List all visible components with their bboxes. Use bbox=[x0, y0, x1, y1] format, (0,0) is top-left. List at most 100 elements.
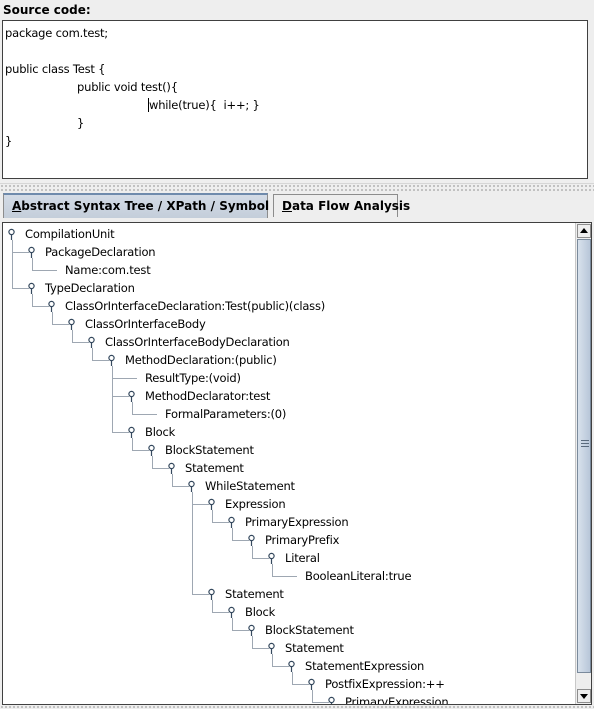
tree-node[interactable]: ResultType:(void) bbox=[145, 371, 241, 385]
tree-connector bbox=[192, 594, 209, 595]
tree-toggle-icon[interactable] bbox=[27, 282, 36, 294]
tree-connector bbox=[132, 402, 133, 414]
tree-connector bbox=[212, 612, 229, 613]
tree-node[interactable]: Block bbox=[145, 425, 176, 439]
tree-connector bbox=[12, 240, 13, 288]
tree-connector bbox=[112, 396, 129, 397]
tree-node[interactable]: StatementExpression bbox=[305, 659, 425, 673]
tree-connector bbox=[252, 558, 269, 559]
tree-connector bbox=[232, 528, 233, 540]
tree-toggle-icon[interactable] bbox=[207, 588, 216, 600]
tree-toggle-icon[interactable] bbox=[327, 696, 336, 705]
scroll-thumb[interactable] bbox=[577, 239, 591, 673]
tree-toggle-icon[interactable] bbox=[7, 228, 16, 240]
tree-connector bbox=[192, 492, 193, 594]
code-line: public void test(){ bbox=[77, 80, 178, 94]
tree-node[interactable]: ClassOrInterfaceBodyDeclaration bbox=[105, 335, 290, 349]
bottom-border bbox=[0, 705, 594, 709]
code-line: while(true){ i++; } bbox=[149, 98, 260, 112]
tree-node[interactable]: PrimaryExpression bbox=[245, 515, 349, 529]
tab-label-rest: ata Flow Analysis bbox=[291, 199, 411, 213]
tree-node[interactable]: PrimaryExpression bbox=[345, 695, 449, 705]
tree-connector bbox=[112, 366, 113, 432]
code-line: } bbox=[77, 116, 85, 130]
tree-node[interactable]: BooleanLiteral:true bbox=[305, 569, 412, 583]
tree-toggle-icon[interactable] bbox=[47, 300, 56, 312]
tab-data-flow-analysis[interactable]: Data Flow Analysis bbox=[273, 194, 410, 217]
arrow-up-icon bbox=[580, 228, 588, 233]
tree-connector bbox=[132, 414, 157, 415]
text-caret bbox=[148, 98, 149, 112]
tree-node[interactable]: CompilationUnit bbox=[25, 227, 115, 241]
tree-toggle-icon[interactable] bbox=[287, 660, 296, 672]
tree-node[interactable]: Expression bbox=[225, 497, 286, 511]
tab-mnemonic: A bbox=[12, 199, 22, 213]
tree-node[interactable]: ClassOrInterfaceBody bbox=[85, 317, 206, 331]
tree-connector bbox=[32, 306, 49, 307]
tree-connector bbox=[32, 294, 33, 306]
tree-toggle-icon[interactable] bbox=[167, 462, 176, 474]
tree-node[interactable]: MethodDeclarator:test bbox=[145, 389, 271, 403]
tree-toggle-icon[interactable] bbox=[107, 354, 116, 366]
tree-node[interactable]: Statement bbox=[225, 587, 284, 601]
tree-node[interactable]: Statement bbox=[185, 461, 244, 475]
tree-toggle-icon[interactable] bbox=[267, 552, 276, 564]
tree-node[interactable]: Statement bbox=[285, 641, 344, 655]
tree-node[interactable]: TypeDeclaration bbox=[45, 281, 135, 295]
tree-node[interactable]: ClassOrInterfaceDeclaration:Test(public)… bbox=[65, 299, 326, 313]
tree-toggle-icon[interactable] bbox=[87, 336, 96, 348]
scroll-up-button[interactable] bbox=[577, 224, 591, 238]
tree-connector bbox=[252, 648, 269, 649]
tree-connector bbox=[12, 288, 29, 289]
tree-toggle-icon[interactable] bbox=[247, 624, 256, 636]
tree-connector bbox=[252, 546, 253, 558]
tree-connector bbox=[12, 252, 29, 253]
tree-connector bbox=[172, 474, 173, 486]
tree-toggle-icon[interactable] bbox=[67, 318, 76, 330]
tree-connector bbox=[32, 258, 33, 270]
tree-toggle-icon[interactable] bbox=[247, 534, 256, 546]
tree-connector bbox=[112, 378, 137, 379]
tree-connector bbox=[272, 576, 297, 577]
tree-connector bbox=[272, 564, 273, 576]
tree-toggle-icon[interactable] bbox=[127, 426, 136, 438]
tree-connector bbox=[132, 450, 149, 451]
tree-toggle-icon[interactable] bbox=[307, 678, 316, 690]
tree-toggle-icon[interactable] bbox=[27, 246, 36, 258]
vertical-scrollbar[interactable] bbox=[575, 223, 591, 704]
tree-toggle-icon[interactable] bbox=[227, 516, 236, 528]
grip-line bbox=[581, 446, 589, 447]
tree-connector bbox=[152, 468, 169, 469]
tree-connector bbox=[212, 510, 213, 522]
tree-toggle-icon[interactable] bbox=[267, 642, 276, 654]
tree-node[interactable]: PackageDeclaration bbox=[45, 245, 156, 259]
tree-toggle-icon[interactable] bbox=[147, 444, 156, 456]
tree-node[interactable]: MethodDeclaration:(public) bbox=[125, 353, 277, 367]
tree-node[interactable]: WhileStatement bbox=[205, 479, 295, 493]
tree-connector bbox=[232, 540, 249, 541]
tree-node[interactable]: Block bbox=[245, 605, 276, 619]
source-code-editor[interactable]: package com.test; public class Test { pu… bbox=[2, 20, 588, 179]
tree-toggle-icon[interactable] bbox=[227, 606, 236, 618]
tree-node[interactable]: BlockStatement bbox=[265, 623, 354, 637]
tree-connector bbox=[272, 654, 273, 666]
tree-node[interactable]: PrimaryPrefix bbox=[265, 533, 340, 547]
tree-node[interactable]: Literal bbox=[285, 551, 320, 565]
grip-line bbox=[581, 440, 589, 441]
tree-toggle-icon[interactable] bbox=[187, 480, 196, 492]
tree-toggle-icon[interactable] bbox=[127, 390, 136, 402]
code-line: package com.test; bbox=[5, 26, 108, 40]
tree-node[interactable]: FormalParameters:(0) bbox=[165, 407, 287, 421]
split-pane-divider[interactable] bbox=[0, 183, 594, 192]
tree-node[interactable]: PostfixExpression:++ bbox=[325, 677, 445, 691]
tree-node[interactable]: BlockStatement bbox=[165, 443, 254, 457]
scroll-down-button[interactable] bbox=[577, 689, 591, 703]
tree-toggle-icon[interactable] bbox=[207, 498, 216, 510]
tab-ast-xpath-symbol-table[interactable]: Abstract Syntax Tree / XPath / Symbol Ta… bbox=[3, 193, 309, 218]
tree-connector bbox=[92, 360, 109, 361]
tab-label: Abstract Syntax Tree / XPath / Symbol Ta… bbox=[12, 199, 309, 213]
tab-label-rest: bstract Syntax Tree / XPath / Symbol Tab… bbox=[21, 199, 309, 213]
tree-connector bbox=[212, 522, 229, 523]
tree-node[interactable]: Name:com.test bbox=[65, 263, 151, 277]
